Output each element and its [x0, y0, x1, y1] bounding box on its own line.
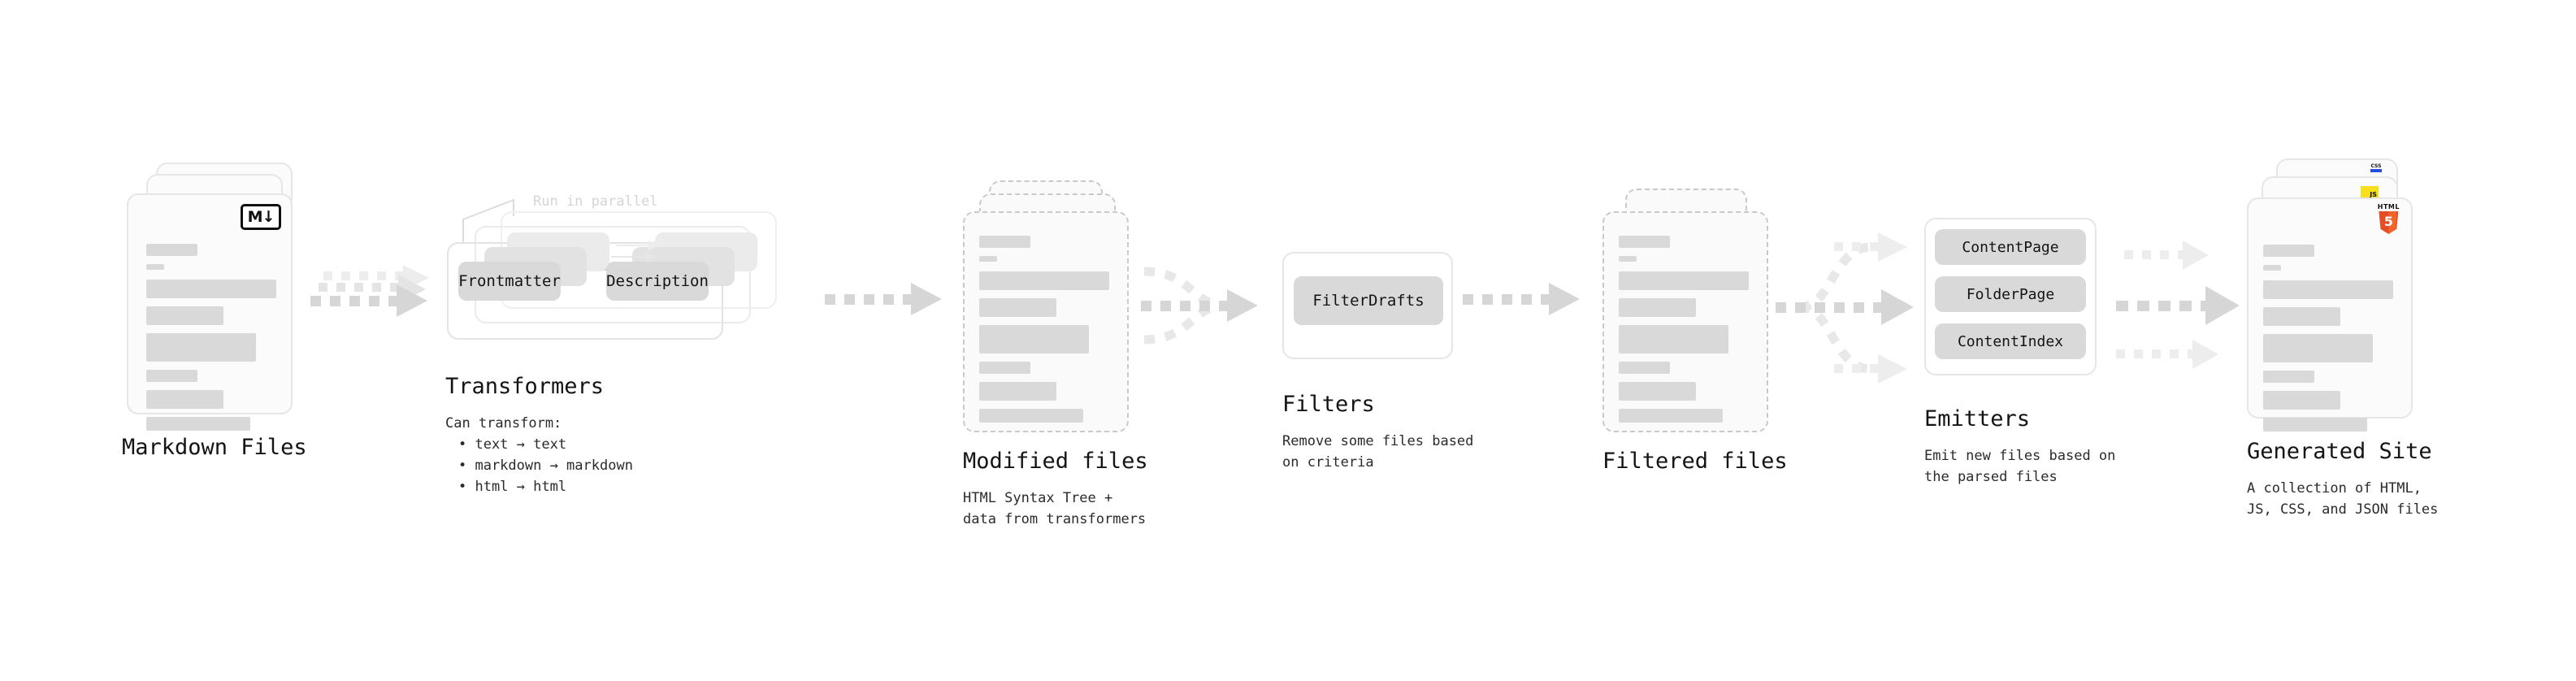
- doc-line: [2263, 418, 2367, 432]
- stage-title-filtered-files: Filtered files: [1602, 449, 1788, 474]
- doc-card-front: [1602, 211, 1768, 432]
- connector-filtered-to-emitters: [1776, 226, 1938, 397]
- connector-markdown-to-transformers: [306, 265, 436, 341]
- markdown-icon: M↓: [241, 204, 281, 230]
- doc-line: [2263, 245, 2314, 257]
- plugin-chip-filterdrafts[interactable]: FilterDrafts: [1294, 276, 1443, 325]
- stage-subtitle-filters: Remove some files based on criteria: [1282, 433, 1474, 471]
- doc-placeholder-lines: [146, 244, 276, 439]
- stage-title-emitters: Emitters: [1924, 406, 2031, 432]
- connector-transformers-to-modified: [825, 283, 955, 323]
- doc-placeholder-lines: [979, 236, 1112, 431]
- css3-icon-label: CSS: [2370, 163, 2382, 169]
- doc-line: [146, 333, 256, 362]
- transform-bullet-3: • html → html: [458, 479, 567, 495]
- stage-title-transformers: Transformers: [445, 374, 605, 399]
- doc-placeholder-lines: [2263, 245, 2396, 440]
- doc-line: [979, 409, 1083, 423]
- doc-line: [2263, 371, 2314, 383]
- stage-title-markdown-files: Markdown Files: [122, 435, 307, 460]
- doc-line: [979, 325, 1089, 354]
- doc-line: [2263, 307, 2340, 326]
- modified-doc-stack: [963, 180, 1134, 440]
- doc-line: [2263, 265, 2281, 271]
- js-icon-label: JS: [2370, 191, 2377, 198]
- plugin-chip-contentindex[interactable]: ContentIndex: [1935, 323, 2086, 359]
- doc-line: [1619, 298, 1696, 317]
- doc-line: [1619, 409, 1723, 423]
- plugin-chip-folderpage[interactable]: FolderPage: [1935, 276, 2086, 312]
- html5-icon-shield: 5: [2379, 211, 2399, 234]
- stage-markdown-files: M↓ Markdown Files: [122, 163, 309, 460]
- stage-title-filters: Filters: [1282, 392, 1375, 417]
- doc-card-front: M↓: [127, 193, 293, 431]
- run-in-parallel-bracket: [455, 195, 553, 244]
- doc-line: [146, 417, 250, 431]
- js-icon: JS: [2361, 186, 2379, 198]
- stage-subtitle-transformers: Can transform:: [445, 415, 562, 432]
- stage-subtitle-emitters: Emit new files based on the parsed files: [1924, 448, 2116, 486]
- doc-placeholder-lines: [1619, 236, 1752, 431]
- doc-line: [979, 382, 1056, 401]
- doc-line: [2263, 391, 2340, 410]
- doc-line: [979, 256, 997, 262]
- stage-subtitle-modified-files: HTML Syntax Tree + data from transformer…: [963, 490, 1147, 528]
- stage-subtitle-generated-site: A collection of HTML, JS, CSS, and JSON …: [2247, 480, 2439, 518]
- css3-icon-bar: [2370, 169, 2382, 172]
- doc-line: [1619, 325, 1728, 354]
- stage-generated-site: CSS JS HTML 5: [2247, 158, 2438, 518]
- doc-line: [1619, 271, 1749, 290]
- doc-line: [1619, 382, 1696, 401]
- doc-line: [146, 244, 197, 256]
- doc-line: [1619, 236, 1670, 248]
- doc-line: [146, 280, 276, 298]
- css3-icon: CSS: [2370, 164, 2382, 172]
- doc-line: [1619, 362, 1670, 374]
- site-doc-stack: CSS JS HTML 5: [2247, 158, 2434, 432]
- doc-line: [1619, 256, 1637, 262]
- doc-line: [979, 298, 1056, 317]
- doc-line: [979, 362, 1030, 374]
- stage-title-generated-site: Generated Site: [2247, 439, 2432, 464]
- stage-filtered-files: Filtered files: [1602, 180, 1788, 474]
- plugin-chip-description[interactable]: Description: [606, 262, 709, 301]
- doc-line: [146, 264, 164, 270]
- connector-emitters-to-site: [2113, 228, 2259, 382]
- doc-card-front: HTML 5: [2247, 197, 2413, 432]
- connector-filters-to-filtered: [1463, 283, 1593, 323]
- doc-line: [2263, 280, 2393, 299]
- doc-line: [2263, 334, 2373, 362]
- filtered-doc-stack: [1602, 180, 1773, 440]
- doc-line: [146, 306, 223, 325]
- transform-bullet-1: • text → text: [458, 436, 567, 453]
- doc-card-front: [963, 211, 1129, 432]
- markdown-doc-stack: M↓: [122, 163, 309, 431]
- stage-modified-files: Modified files HTML Syntax Tree + data f…: [963, 180, 1148, 527]
- stage-title-modified-files: Modified files: [963, 449, 1148, 474]
- doc-line: [146, 370, 197, 382]
- html5-icon: HTML 5: [2378, 204, 2400, 234]
- doc-line: [979, 271, 1109, 290]
- html5-icon-number: 5: [2383, 213, 2393, 229]
- transform-bullet-2: • markdown → markdown: [458, 458, 633, 474]
- plugin-chip-frontmatter[interactable]: Frontmatter: [458, 262, 561, 301]
- plugin-chip-contentpage[interactable]: ContentPage: [1935, 229, 2086, 265]
- html5-icon-word: HTML: [2377, 203, 2400, 210]
- doc-line: [146, 390, 223, 409]
- connector-modified-to-filters: [1138, 260, 1300, 349]
- doc-line: [979, 236, 1030, 248]
- run-in-parallel-label: Run in parallel: [533, 193, 658, 210]
